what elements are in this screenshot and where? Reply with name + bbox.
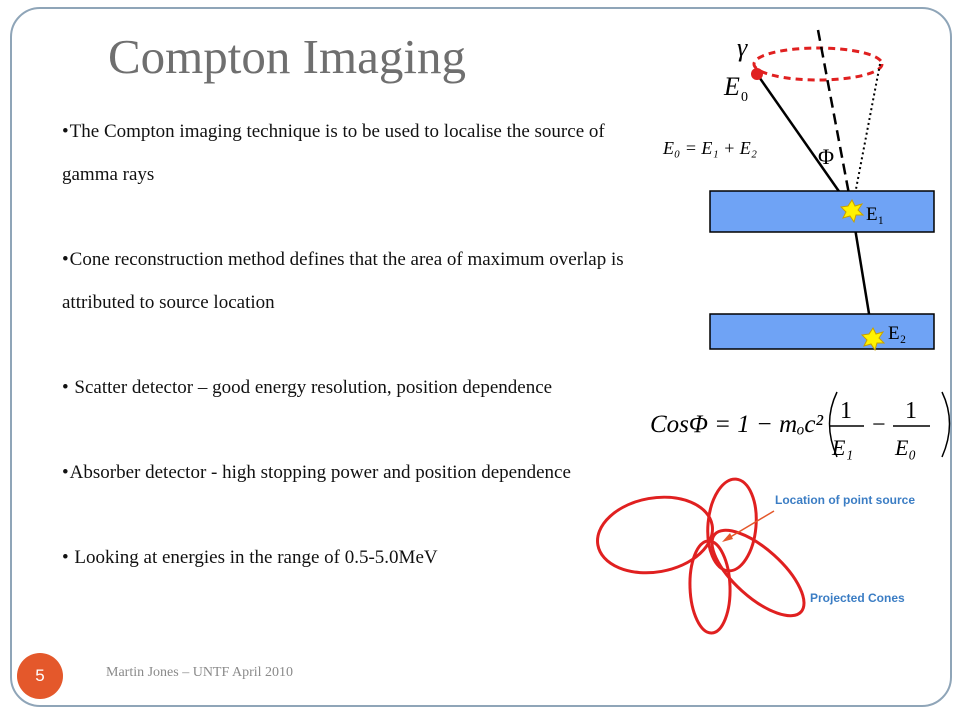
bullet-text: Scatter detector – good energy resolutio… bbox=[69, 377, 553, 398]
minus-sign: − bbox=[872, 412, 886, 438]
bullet-text: Absorber detector - high stopping power … bbox=[69, 462, 571, 483]
paren-right bbox=[941, 391, 951, 458]
point-source-pointer bbox=[726, 510, 775, 540]
source-dot bbox=[751, 68, 763, 80]
cos-formula: CosΦ = 1 − mₒc² bbox=[650, 411, 823, 438]
bullet-item: Looking at energies in the range of 0.5-… bbox=[62, 536, 627, 579]
bullet-text: Looking at energies in the range of 0.5-… bbox=[69, 547, 438, 568]
energy-equation: E₀ = E₁ + E₂ bbox=[662, 138, 757, 158]
projected-cone-1 bbox=[596, 495, 714, 575]
page-number-badge: 5 bbox=[17, 653, 63, 699]
frac1-den: E₁ bbox=[831, 435, 853, 460]
gamma-symbol: γ bbox=[737, 33, 748, 62]
point-source-label: Location of point source bbox=[775, 493, 915, 507]
projected-cones-label: Projected Cones bbox=[810, 591, 905, 605]
point-source-arrowhead bbox=[722, 533, 733, 542]
cone-axis-dashed bbox=[816, 29, 854, 211]
cone-ellipse bbox=[752, 46, 884, 82]
cone-edge-dotted bbox=[851, 63, 881, 211]
bullet-list: The Compton imaging technique is to be u… bbox=[62, 110, 627, 621]
e1-label: E₁ bbox=[866, 204, 884, 225]
projected-cone-3 bbox=[710, 528, 806, 618]
frac2-den: E₀ bbox=[894, 435, 916, 460]
bullet-item: Cone reconstruction method defines that … bbox=[62, 238, 627, 324]
projected-cone-4 bbox=[688, 539, 732, 635]
absorber-detector bbox=[709, 313, 935, 350]
footer-text: Martin Jones – UNTF April 2010 bbox=[106, 665, 294, 680]
interaction-star-1 bbox=[839, 199, 865, 224]
bullet-item: Absorber detector - high stopping power … bbox=[62, 451, 627, 494]
frac1-num: 1 bbox=[840, 398, 852, 424]
interaction-star-2 bbox=[860, 327, 886, 352]
gamma-path bbox=[755, 73, 854, 211]
slide-frame bbox=[10, 7, 952, 707]
phi-symbol: Φ bbox=[818, 144, 834, 169]
bullet-item: The Compton imaging technique is to be u… bbox=[62, 110, 627, 196]
slide-title: Compton Imaging bbox=[108, 29, 466, 84]
frac2-num: 1 bbox=[905, 398, 917, 424]
scatter-detector bbox=[709, 190, 935, 233]
bullet-item: Scatter detector – good energy resolutio… bbox=[62, 366, 627, 409]
bullet-text: Cone reconstruction method defines that … bbox=[62, 249, 624, 313]
e2-label: E₂ bbox=[888, 323, 906, 344]
bullet-text: The Compton imaging technique is to be u… bbox=[62, 121, 605, 185]
e0-symbol: E bbox=[723, 72, 740, 101]
paren-left bbox=[828, 391, 838, 458]
e0-subscript: 0 bbox=[741, 90, 748, 105]
